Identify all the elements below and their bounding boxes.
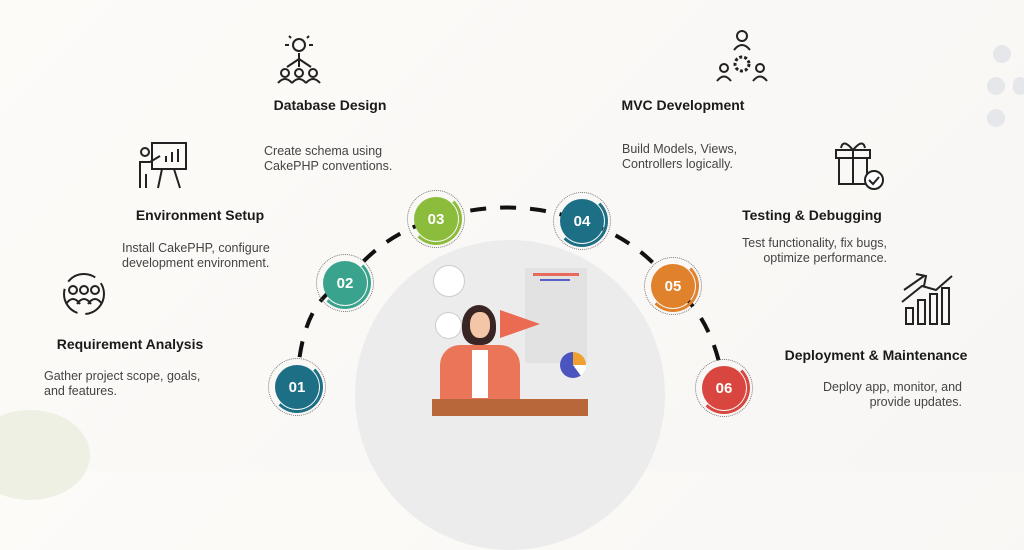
- step-description: Test functionality, fix bugs,optimize pe…: [742, 236, 887, 266]
- step-title: MVC Development: [621, 97, 745, 113]
- step-title: Database Design: [273, 97, 387, 113]
- presentation-icon: [139, 142, 187, 189]
- step-description: Build Models, Views,Controllers logicall…: [622, 142, 737, 172]
- description-line: CakePHP conventions.: [264, 159, 393, 173]
- description-line: Deploy app, monitor, and: [823, 380, 962, 394]
- step-title: Testing & Debugging: [742, 207, 882, 223]
- team-cycle-icon: [63, 273, 105, 315]
- rocket-growth-icon: [901, 273, 953, 325]
- idea-team-icon: [277, 35, 321, 84]
- description-line: Gather project scope, goals,: [44, 369, 201, 383]
- step-title: Deployment & Maintenance: [784, 347, 968, 363]
- gift-check-icon: [835, 142, 884, 190]
- description-line: development environment.: [122, 256, 270, 270]
- description-line: provide updates.: [869, 395, 962, 409]
- decorative-dots: [987, 45, 1024, 127]
- step-title: Environment Setup: [135, 207, 265, 223]
- step-title: Requirement Analysis: [56, 336, 204, 352]
- step-number-badge: 06: [695, 359, 753, 417]
- description-line: Install CakePHP, configure: [122, 241, 270, 255]
- step-number-badge: 04: [553, 192, 611, 250]
- team-gear-icon: [716, 30, 768, 82]
- description-line: Build Models, Views,: [622, 142, 738, 156]
- step-number-badge: 03: [407, 190, 465, 248]
- description-line: Controllers logically.: [622, 157, 733, 171]
- description-line: Test functionality, fix bugs,: [742, 236, 887, 250]
- step-number-badge: 05: [644, 257, 702, 315]
- description-line: Create schema using: [264, 144, 383, 158]
- step-number-badge: 01: [268, 358, 326, 416]
- description-line: optimize performance.: [763, 251, 887, 265]
- dashed-arc: [295, 205, 726, 389]
- step-number-badge: 02: [316, 254, 374, 312]
- description-line: and features.: [44, 384, 117, 398]
- step-description: Gather project scope, goals,and features…: [44, 369, 200, 399]
